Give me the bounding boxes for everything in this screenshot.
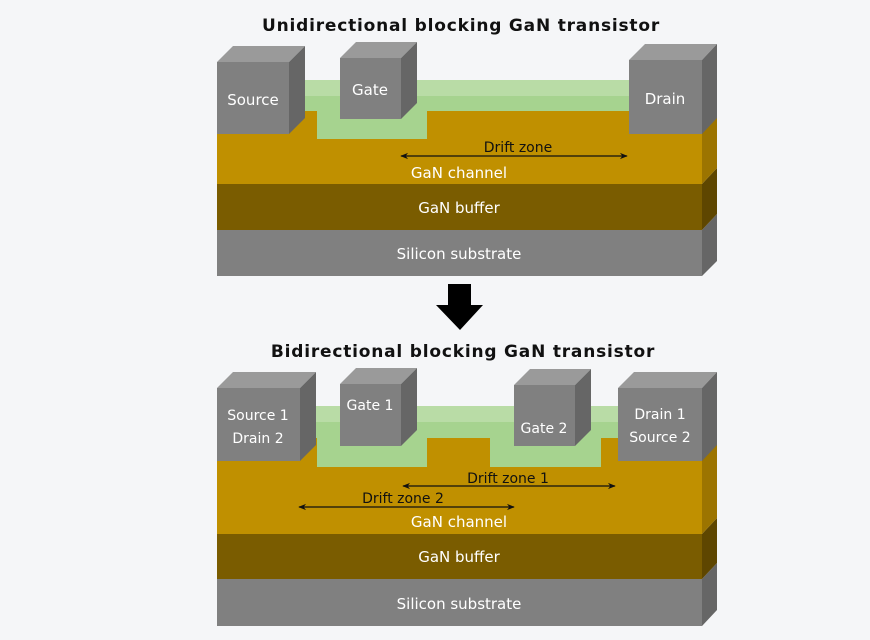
top-gate-side [401,42,417,119]
bottom-substrate-layer [217,579,702,626]
top-drain-side [702,44,717,134]
bottom-substrate-side [702,563,717,626]
bottom-gate1-top [340,368,417,384]
bottom-right-terminal-label-1: Drain 1 [634,407,685,423]
top-source-top [217,46,305,62]
top-title: Unidirectional blocking GaN transistor [262,16,660,36]
bottom-gate1-label: Gate 1 [347,398,394,414]
bottom-gate2-label: Gate 2 [521,421,568,437]
bottom-device: Source 1 Drain 2 Gate 1 Gate 2 Drain 1 S… [217,368,717,626]
drift-zone-2-label: Drift zone 2 [362,491,444,507]
top-substrate-label: Silicon substrate [397,245,522,263]
bottom-buffer-layer [217,534,702,579]
bottom-right-terminal-side [702,372,717,461]
bottom-buffer-label: GaN buffer [418,548,500,566]
top-device: Source Gate Drain Drift zone GaN channel… [217,42,717,276]
bottom-gate1-side [401,368,417,446]
top-source-side [289,46,305,134]
top-substrate-layer [217,230,702,276]
top-buffer-label: GaN buffer [418,199,500,217]
top-drain-electrode [629,60,702,134]
bottom-title: Bidirectional blocking GaN transistor [271,342,655,362]
bottom-gate2-side [575,369,591,446]
top-drain-label: Drain [645,90,686,108]
top-buffer-layer [217,184,702,230]
bottom-gate2-top [514,369,591,385]
down-arrow-icon [436,284,483,330]
bottom-left-terminal-label-2: Drain 2 [232,431,283,447]
bottom-left-terminal-side [300,372,316,461]
top-drift-zone-label: Drift zone [484,140,552,156]
bottom-right-terminal-label-2: Source 2 [629,430,690,446]
top-substrate-side [702,214,717,276]
bottom-left-terminal-label-1: Source 1 [227,408,288,424]
bottom-buffer-side [702,518,717,579]
bottom-gate2-electrode [514,385,575,446]
drift-zone-1-label: Drift zone 1 [467,471,549,487]
top-source-label: Source [227,91,279,109]
top-source-electrode [217,62,289,134]
top-channel-label: GaN channel [411,164,507,182]
top-gate-top [340,42,417,58]
bottom-substrate-label: Silicon substrate [397,595,522,613]
bottom-right-terminal [618,388,702,461]
bottom-left-terminal [217,388,300,461]
bottom-right-terminal-top [618,372,717,388]
bottom-gate1-electrode [340,384,401,446]
bottom-channel-label: GaN channel [411,513,507,531]
top-gate-electrode [340,58,401,119]
top-drain-top [629,44,717,60]
bottom-left-terminal-top [217,372,316,388]
top-buffer-side [702,168,717,230]
top-gate-label: Gate [352,81,388,99]
